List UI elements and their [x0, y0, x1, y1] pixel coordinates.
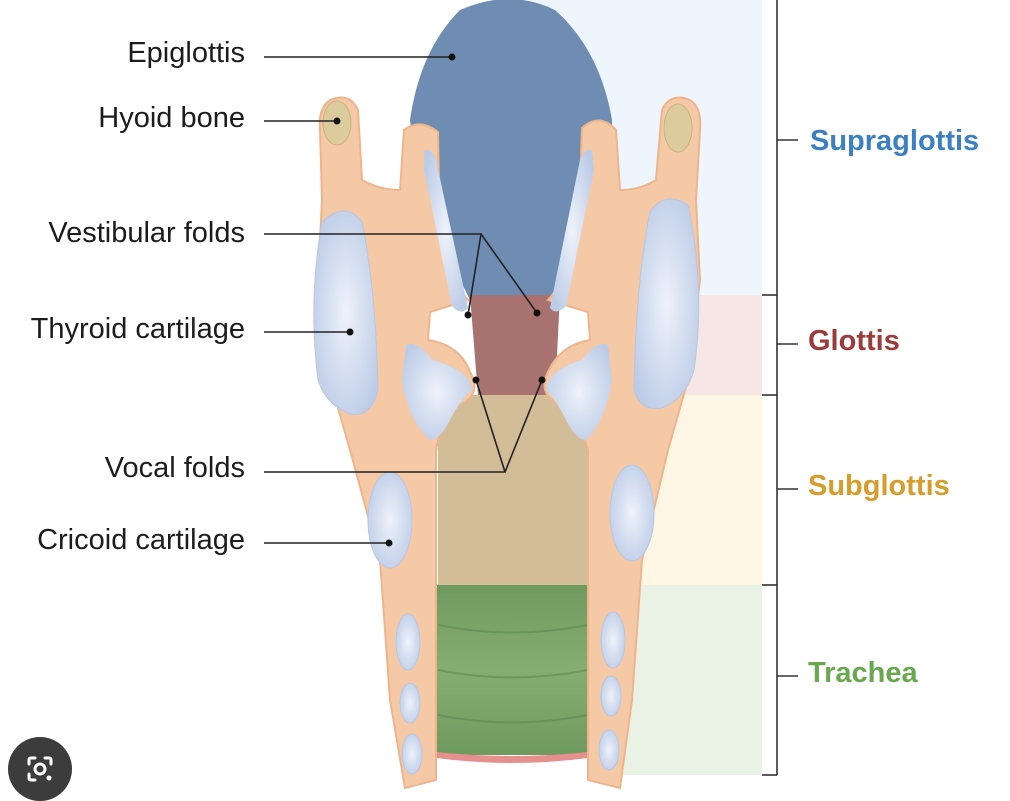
lens-button[interactable] — [8, 737, 72, 801]
left-arytenoid-cartilage — [402, 344, 472, 440]
right-arytenoid-cartilage — [546, 344, 612, 440]
region-label-glottis: Glottis — [808, 325, 900, 357]
region-label-trachea: Trachea — [808, 657, 918, 689]
right-thyroid-cartilage — [633, 198, 700, 410]
region-label-subglottis: Subglottis — [808, 470, 950, 502]
tracheal-cartilage-rings — [395, 611, 626, 775]
right-cricoid-cartilage — [609, 464, 655, 562]
left-vestibular-stalk — [424, 149, 468, 312]
region-label-supraglottis: Supraglottis — [810, 125, 979, 157]
right-vestibular-stalk — [550, 149, 594, 312]
label-vocal-folds: Vocal folds — [105, 452, 245, 484]
trachea-bottom-edge — [436, 752, 588, 763]
subglottis-lumen — [438, 395, 588, 587]
left-thyroid-cartilage — [313, 210, 379, 415]
left-cricoid-cartilage — [367, 471, 413, 569]
label-hyoid-bone: Hyoid bone — [98, 102, 245, 134]
label-epiglottis: Epiglottis — [127, 37, 245, 69]
trachea-rings — [437, 624, 589, 724]
right-hyoid-bone — [663, 103, 693, 153]
region-bracket — [762, 0, 798, 776]
epiglottis-shape — [410, 0, 612, 300]
label-thyroid-cartilage: Thyroid cartilage — [31, 313, 245, 345]
lens-icon — [27, 756, 53, 782]
leader-lines — [264, 53, 546, 547]
glottis-lumen — [470, 295, 560, 395]
trachea-lumen — [436, 585, 588, 755]
label-cricoid-cartilage: Cricoid cartilage — [37, 524, 245, 556]
label-vestibular-folds: Vestibular folds — [48, 217, 245, 249]
